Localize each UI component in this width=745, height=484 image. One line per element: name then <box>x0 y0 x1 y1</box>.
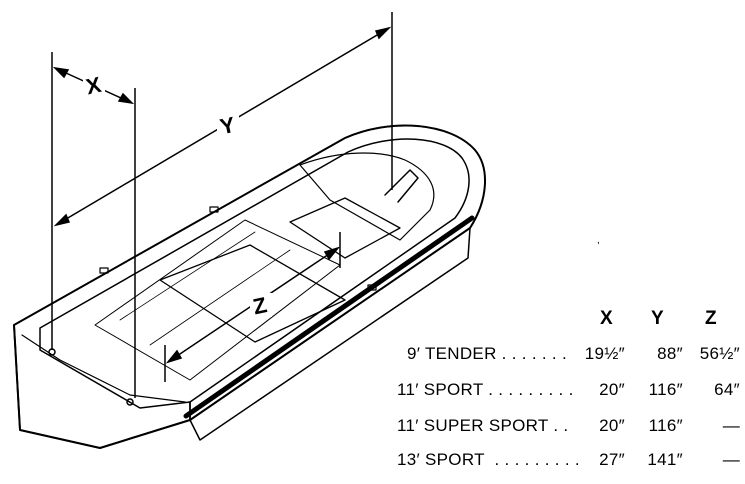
z-value: — <box>722 416 740 435</box>
middle-seat <box>159 244 346 343</box>
transom <box>13 324 191 449</box>
bow-deck <box>299 152 435 241</box>
y-dimension-label: Y <box>218 112 238 140</box>
hull-side <box>189 227 471 441</box>
table-row: 9′ TENDER . . . . . . . 19½″ 88″ 56½″ <box>395 344 740 368</box>
y-value: 116″ <box>648 416 683 435</box>
z-value: 64″ <box>714 380 740 399</box>
hull-rubrail <box>183 215 475 419</box>
column-header-x: X <box>600 308 613 329</box>
forward-seat <box>289 197 401 259</box>
z-value: — <box>722 450 740 469</box>
oarlock-rear <box>99 267 109 274</box>
svg-text:,: , <box>597 235 600 246</box>
model-name: 11′ SUPER SPORT . . <box>397 416 569 435</box>
y-value: 88″ <box>657 344 683 363</box>
floor-boards <box>94 219 341 381</box>
hull-inner-rim <box>39 138 470 409</box>
hull-outline <box>13 124 486 449</box>
x-value: 20″ <box>599 380 625 399</box>
x-value: 19½″ <box>584 344 625 363</box>
table-row: 11′ SPORT . . . . . . . . . 20″ 116″ 64″ <box>395 380 740 404</box>
z-value: 56½″ <box>699 344 740 363</box>
column-header-y: Y <box>651 308 664 329</box>
x-value: 27″ <box>599 450 625 469</box>
table-row: 13′ SPORT . . . . . . . . . 27″ 141″ — <box>395 450 740 474</box>
column-header-z: Z <box>705 308 717 329</box>
x-dimension-label: X <box>84 72 104 100</box>
z-dimension-label: Z <box>251 292 269 319</box>
table-row: 11′ SUPER SPORT . . 20″ 116″ — <box>395 416 740 440</box>
y-value: 116″ <box>648 380 683 399</box>
model-name: 11′ SPORT . . . . . . . . . <box>397 380 574 399</box>
y-value: 141″ <box>647 450 683 469</box>
x-value: 20″ <box>599 416 625 435</box>
model-name: 13′ SPORT . . . . . . . . . <box>397 450 580 469</box>
model-name: 9′ TENDER . . . . . . . <box>407 344 567 363</box>
oarlock-front <box>209 206 219 213</box>
